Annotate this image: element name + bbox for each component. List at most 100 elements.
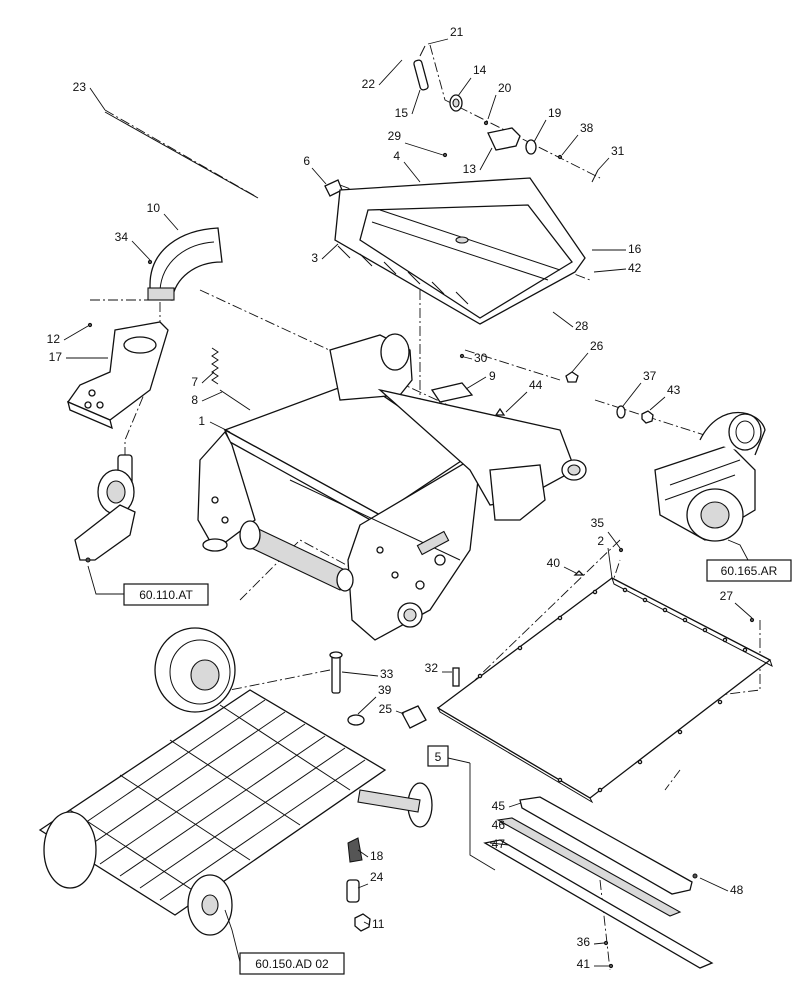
leader-19 — [533, 119, 547, 143]
leader-47 — [489, 842, 510, 846]
leader-18 — [357, 849, 369, 858]
callout-33: 33 — [380, 667, 394, 681]
assembly-5-box — [427, 745, 449, 767]
leader-22 — [378, 59, 403, 86]
ref-leader-60-110-at — [87, 565, 124, 595]
bolt-washer — [329, 651, 365, 726]
ref-leader-60-150-ad-02 — [224, 909, 241, 963]
part-7-8-spring — [211, 347, 251, 411]
leader-36 — [593, 942, 605, 945]
leader-11 — [363, 921, 371, 926]
leader-21 — [427, 38, 449, 45]
assembly-5-label: 5 — [435, 750, 442, 764]
leader-25 — [395, 710, 405, 715]
part-1-main-frame — [197, 333, 587, 641]
leader-46 — [499, 821, 510, 827]
callout-17: 17 — [49, 350, 63, 364]
callout-19: 19 — [548, 106, 562, 120]
leader-33 — [341, 671, 379, 677]
callout-44: 44 — [529, 378, 543, 392]
frame-hardware — [430, 353, 579, 416]
leader-43 — [649, 396, 666, 411]
callout-41: 41 — [577, 957, 591, 971]
callout-36: 36 — [577, 935, 591, 949]
callout-7: 7 — [191, 375, 198, 389]
callout-6: 6 — [303, 154, 310, 168]
callout-27: 27 — [720, 589, 734, 603]
callout-38: 38 — [580, 121, 594, 135]
ref-box-60-165-ar[interactable] — [706, 559, 792, 582]
callout-24: 24 — [370, 870, 384, 884]
plate-hardware — [401, 547, 755, 729]
ref-box-60-110-at[interactable] — [123, 583, 209, 606]
callout-18: 18 — [370, 849, 384, 863]
ref-leader-60-165-ar — [727, 539, 749, 561]
part-2-floor-plate — [436, 576, 773, 804]
part-3-4-cover — [334, 177, 586, 325]
leader-8 — [201, 391, 223, 402]
leader-10 — [163, 213, 179, 231]
callout-13: 13 — [463, 162, 477, 176]
leader-6 — [311, 167, 327, 185]
callout-15: 15 — [395, 106, 409, 120]
callout-26: 26 — [590, 339, 604, 353]
callout-16: 16 — [628, 242, 642, 256]
washer-nut — [616, 405, 654, 424]
strip-assembly — [483, 796, 714, 969]
leader-1 — [209, 421, 231, 433]
lower-hardware — [346, 837, 371, 932]
leader-42 — [593, 268, 627, 273]
callout-4: 4 — [393, 149, 400, 163]
leader-20 — [487, 94, 497, 120]
ref-label-60-165-ar[interactable]: 60.165.AR — [721, 564, 778, 578]
callout-1: 1 — [198, 414, 205, 428]
callout-32: 32 — [425, 661, 439, 675]
top-hardware — [413, 45, 599, 183]
leader-13 — [479, 147, 493, 171]
ref-box-60-150-ad-02[interactable] — [239, 952, 345, 975]
callout-37: 37 — [643, 369, 657, 383]
leader-7 — [201, 371, 215, 384]
leader-23 — [89, 87, 106, 111]
leader-37 — [622, 382, 642, 407]
ref-label-60-110-at[interactable]: 60.110.AT — [139, 588, 193, 602]
leader-45 — [508, 802, 522, 808]
callout-10: 10 — [147, 201, 161, 215]
callout-2: 2 — [597, 534, 604, 548]
part-10-guard — [147, 227, 223, 301]
callout-28: 28 — [575, 319, 589, 333]
leader-30 — [463, 356, 473, 360]
callout-47: 47 — [492, 837, 506, 851]
leader-44 — [505, 391, 528, 413]
leader-31 — [597, 157, 610, 171]
part-23-rod — [104, 111, 259, 199]
callout-23: 23 — [73, 80, 87, 94]
callout-8: 8 — [191, 393, 198, 407]
callout-34: 34 — [115, 230, 129, 244]
callout-35: 35 — [591, 516, 605, 530]
leader-38 — [561, 134, 579, 156]
leader-40 — [563, 566, 577, 574]
leader-3 — [321, 243, 339, 260]
hydraulic-motor — [654, 412, 766, 542]
leader-26 — [571, 352, 589, 373]
leader-12 — [63, 325, 89, 341]
leader-24 — [357, 883, 369, 889]
callout-31: 31 — [611, 144, 625, 158]
ref-label-60-150-ad-02[interactable]: 60.150.AD 02 — [255, 957, 329, 971]
leader-15 — [411, 89, 421, 115]
callout-3: 3 — [311, 251, 318, 265]
callout-30: 30 — [474, 351, 488, 365]
callout-leaders — [63, 38, 753, 967]
gauge-wheel-assembly — [74, 454, 136, 563]
callout-43: 43 — [667, 383, 681, 397]
callout-29: 29 — [388, 129, 402, 143]
callout-25: 25 — [379, 702, 393, 716]
callout-9: 9 — [489, 369, 496, 383]
leader-35 — [607, 531, 621, 549]
assembly-5-leader — [447, 757, 471, 764]
callout-45: 45 — [492, 799, 506, 813]
conveyor-assembly — [38, 627, 433, 936]
